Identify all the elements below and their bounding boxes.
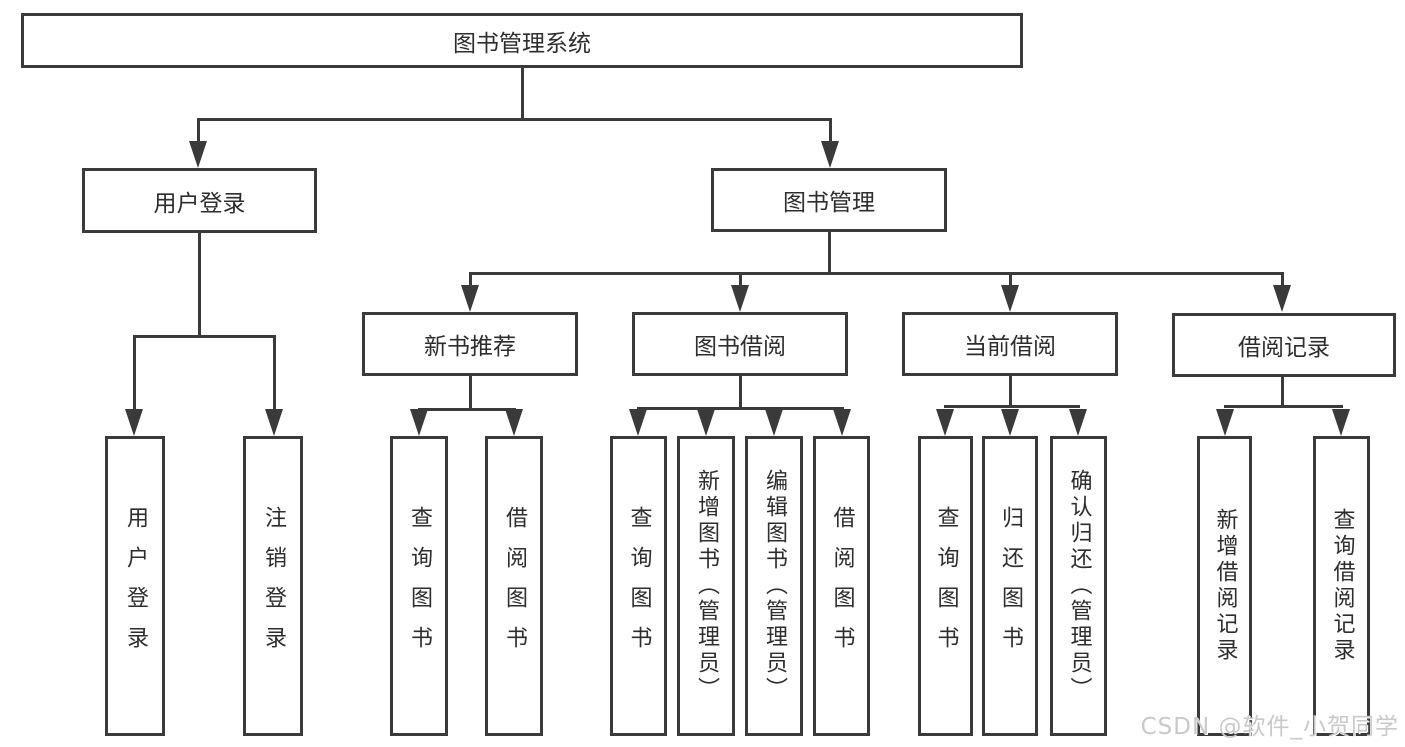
node-current-borrow: 当前借阅: [902, 312, 1118, 376]
leaf-bb-add-books-admin-label: 新增图书（管理员）: [694, 469, 719, 703]
leaf-nr-query-books: 查询图书: [390, 436, 448, 736]
arrow-down-icon: [410, 409, 428, 436]
arrow-down-icon: [1001, 285, 1019, 312]
arrow-down-icon: [697, 409, 715, 436]
connector-br-stem: [1281, 377, 1284, 405]
connector-stem-new-book: [469, 272, 472, 288]
node-borrow-records: 借阅记录: [1172, 313, 1396, 377]
arrow-down-icon: [1216, 409, 1234, 436]
leaf-user-login-label: 用户登录: [123, 506, 148, 666]
leaf-bb-borrow-books: 借阅图书: [813, 436, 870, 736]
leaf-bb-borrow-books-label: 借阅图书: [829, 506, 855, 666]
leaf-cb-query-books: 查询图书: [918, 436, 973, 736]
csdn-watermark: CSDN @软件_小贺同学: [1140, 714, 1399, 740]
leaf-logout-label: 注销登录: [261, 506, 286, 666]
connector-stem-user-login: [197, 118, 200, 144]
node-borrow-records-label: 借阅记录: [1238, 335, 1330, 361]
connector-stem-current-borrow: [1009, 272, 1012, 288]
connector-mgmt-bar: [469, 272, 1283, 275]
node-current-borrow-label: 当前借阅: [964, 334, 1056, 360]
arrow-down-icon: [1001, 409, 1019, 436]
leaf-logout: 注销登录: [243, 436, 303, 736]
leaf-br-query-record-label: 查询借阅记录: [1329, 508, 1355, 664]
arrow-down-icon: [265, 409, 283, 436]
connector-nr-stem: [469, 376, 472, 408]
leaf-br-add-record-label: 新增借阅记录: [1212, 508, 1238, 664]
arrow-down-icon: [629, 409, 647, 436]
arrow-down-icon: [505, 409, 523, 436]
leaf-bb-edit-books-admin: 编辑图书（管理员）: [745, 436, 803, 736]
connector-nr-bar: [418, 408, 516, 411]
leaf-bb-query-books: 查询图书: [610, 436, 667, 736]
arrow-down-icon: [821, 141, 839, 168]
connector-stem-borrow-records: [1281, 272, 1284, 288]
connector-root-stem: [521, 68, 524, 118]
arrow-down-icon: [1273, 285, 1291, 312]
leaf-br-query-record: 查询借阅记录: [1313, 436, 1370, 736]
connector-br-bar: [1224, 405, 1343, 408]
arrow-down-icon: [125, 409, 143, 436]
leaf-bb-query-books-label: 查询图书: [626, 506, 652, 666]
node-book-borrow-label: 图书借阅: [694, 334, 786, 360]
connector-mgmt-stem: [828, 232, 831, 272]
connector-bb-stem: [739, 376, 742, 407]
connector-bb-bar: [637, 407, 844, 410]
leaf-cb-confirm-return-admin: 确认归还（管理员）: [1050, 436, 1107, 736]
node-book-mgmt-label: 图书管理: [783, 190, 875, 216]
leaf-bb-edit-books-admin-label: 编辑图书（管理员）: [762, 469, 787, 703]
arrow-down-icon: [765, 409, 783, 436]
connector-user-stem: [198, 233, 201, 335]
node-new-book-rec: 新书推荐: [362, 312, 578, 376]
leaf-cb-return-books: 归还图书: [982, 436, 1038, 736]
leaf-cb-query-books-label: 查询图书: [933, 506, 959, 666]
node-book-mgmt: 图书管理: [711, 168, 947, 232]
node-book-borrow: 图书借阅: [632, 312, 848, 376]
connector-stem-book-borrow: [739, 272, 742, 288]
connector-cb-stem: [1009, 376, 1012, 405]
node-user-login: 用户登录: [82, 168, 317, 233]
leaf-bb-add-books-admin: 新增图书（管理员）: [677, 436, 735, 736]
connector-user-bar: [133, 335, 276, 338]
connector-stem-leaf: [133, 335, 136, 411]
leaf-user-login: 用户登录: [105, 436, 165, 736]
arrow-down-icon: [936, 409, 954, 436]
arrow-down-icon: [731, 285, 749, 312]
leaf-nr-query-books-label: 查询图书: [407, 506, 432, 666]
connector-stem-book-mgmt: [829, 118, 832, 144]
arrow-down-icon: [1069, 409, 1087, 436]
connector-root-bar: [197, 118, 832, 121]
node-root-label: 图书管理系统: [453, 30, 591, 57]
leaf-cb-return-books-label: 归还图书: [998, 506, 1023, 666]
arrow-down-icon: [189, 141, 207, 168]
connector-stem-leaf: [273, 335, 276, 411]
node-new-book-rec-label: 新书推荐: [424, 334, 516, 360]
connector-cb-bar: [944, 405, 1080, 408]
node-user-login-label: 用户登录: [153, 190, 246, 217]
arrow-down-icon: [833, 409, 851, 436]
leaf-br-add-record: 新增借阅记录: [1197, 436, 1252, 736]
node-root: 图书管理系统: [21, 13, 1023, 68]
arrow-down-icon: [1332, 409, 1350, 436]
leaf-cb-confirm-return-admin-label: 确认归还（管理员）: [1066, 469, 1092, 703]
arrow-down-icon: [461, 285, 479, 312]
leaf-nr-borrow-books-label: 借阅图书: [502, 506, 527, 666]
leaf-nr-borrow-books: 借阅图书: [485, 436, 543, 736]
